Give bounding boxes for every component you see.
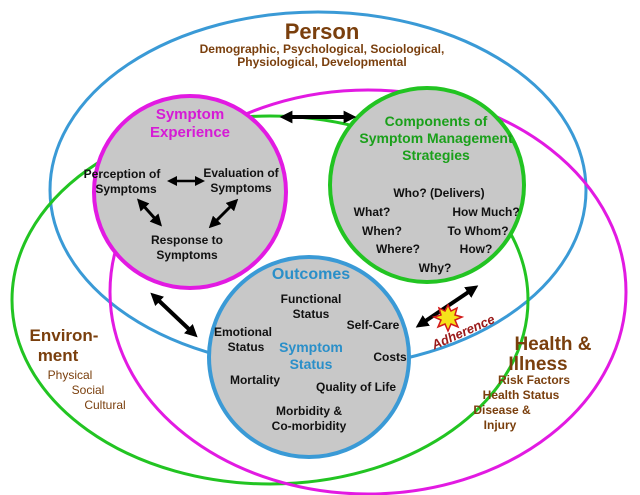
experience-outcomes-arrow <box>150 292 198 338</box>
environment-item-social: Social <box>72 383 105 397</box>
components-question-how: How? <box>460 242 493 256</box>
components-question-what: What? <box>354 205 391 219</box>
person-attributes-line1: Demographic, Psychological, Sociological… <box>200 42 445 56</box>
environment-title-line2: ment <box>38 346 79 365</box>
outcome-emotional-line2: Status <box>228 340 265 354</box>
health-item-risk-factors: Risk Factors <box>498 373 570 387</box>
perception-label-line1: Perception of <box>84 167 162 181</box>
evaluation-label-line2: Symptoms <box>210 181 272 195</box>
components-question-why: Why? <box>419 261 452 275</box>
response-label-line2: Symptoms <box>156 248 218 262</box>
outcome-functional-line2: Status <box>293 307 330 321</box>
outcome-morbidity-line2: Co-morbidity <box>272 419 347 433</box>
health-item-health-status: Health Status <box>483 388 560 402</box>
symptom-experience-title-line2: Experience <box>150 124 230 141</box>
response-label-line1: Response to <box>151 233 223 247</box>
outcomes-circle <box>207 255 411 459</box>
components-question-who: Who? (Delivers) <box>393 186 484 200</box>
environment-ring <box>10 114 530 486</box>
health-item-injury: Injury <box>484 418 517 432</box>
components-question-to-whom: To Whom? <box>447 224 508 238</box>
outcomes-title: Outcomes <box>272 266 350 283</box>
evaluation-response-arrow <box>208 198 239 229</box>
outcome-symptom-status-line2: Status <box>290 356 333 372</box>
outcome-symptom-status-line1: Symptom <box>279 339 343 355</box>
components-question-where: Where? <box>376 242 420 256</box>
health-illness-ring <box>108 88 628 495</box>
outcome-functional-line1: Functional <box>281 292 342 306</box>
outcome-self-care: Self-Care <box>347 318 400 332</box>
health-illness-title-line2: Illness <box>508 354 567 375</box>
perception-response-arrow <box>136 198 163 227</box>
evaluation-label-line1: Evaluation of <box>203 166 279 180</box>
symptom-experience-title-line1: Symptom <box>156 106 224 123</box>
outcome-morbidity-line1: Morbidity & <box>276 404 342 418</box>
components-question-how-much: How Much? <box>452 205 519 219</box>
components-title-line2: Symptom Management <box>359 130 513 146</box>
environment-title-line1: Environ- <box>30 326 99 345</box>
symptom-experience-circle <box>92 94 288 290</box>
adherence-starburst-icon <box>431 303 465 333</box>
perception-label-line2: Symptoms <box>95 182 157 196</box>
components-title-line3: Strategies <box>402 147 470 163</box>
health-item-disease: Disease & <box>473 403 531 417</box>
outcome-quality-of-life: Quality of Life <box>316 380 396 394</box>
components-question-when: When? <box>362 224 402 238</box>
components-title-line1: Components of <box>385 113 488 129</box>
outcome-mortality: Mortality <box>230 373 280 387</box>
environment-item-physical: Physical <box>48 368 93 382</box>
environment-item-cultural: Cultural <box>84 398 125 412</box>
outcome-costs: Costs <box>373 350 407 364</box>
components-circle <box>328 86 526 284</box>
person-title: Person <box>285 19 360 44</box>
health-illness-title-line1: Health & <box>514 334 591 355</box>
outcome-emotional-line1: Emotional <box>214 325 272 339</box>
person-attributes-line2: Physiological, Developmental <box>237 55 406 69</box>
